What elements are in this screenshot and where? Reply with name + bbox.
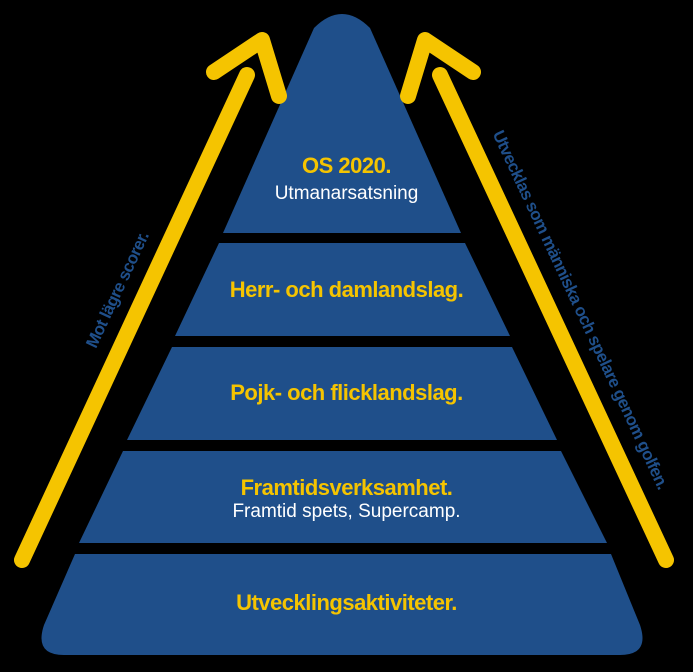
left-arrow-up-icon: [14, 32, 287, 568]
tier-4-title: Framtidsverksamhet.: [240, 475, 453, 500]
tier-4-subtitle: Framtid spets, Supercamp.: [232, 501, 461, 522]
pyramid-tier-1: [223, 14, 461, 233]
pyramid-tier-2: [175, 243, 510, 336]
pyramid-tier-3: [127, 347, 557, 440]
tier-1-subtitle: Utmanarsatsning: [274, 183, 419, 204]
tier-2-title: Herr- och damlandslag.: [229, 277, 464, 302]
tier-5-title: Utvecklingsaktiviteter.: [236, 590, 457, 615]
pyramid-tier-5: [41, 554, 643, 655]
right-arrow-up-icon: [400, 32, 674, 568]
tier-1-title: OS 2020.: [302, 153, 391, 178]
tier-3-title: Pojk- och flicklandslag.: [230, 380, 463, 405]
pyramid-tier-4: [79, 451, 607, 543]
